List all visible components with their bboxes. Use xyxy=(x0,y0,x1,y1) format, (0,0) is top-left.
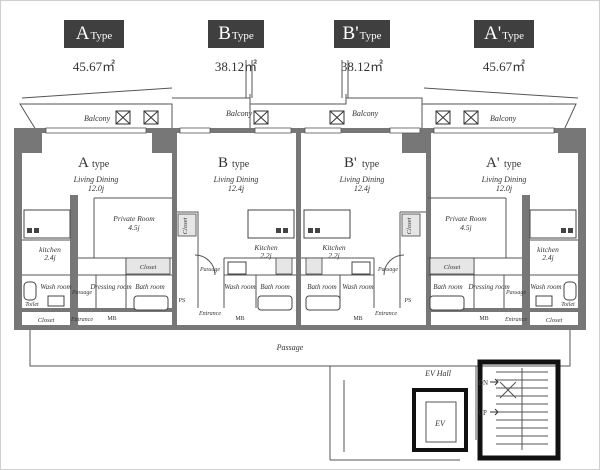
unit-letter: A xyxy=(78,155,89,171)
kitchen-size: 2.4j xyxy=(44,253,55,262)
stove-burner-icons xyxy=(27,228,573,233)
area-b-prime: 38.12㎡ xyxy=(340,59,384,74)
living-label: Living Dining xyxy=(213,175,259,184)
arrow-right-icon xyxy=(490,408,499,416)
pipe-space-label: PS xyxy=(405,298,412,304)
type-suffix: Type xyxy=(90,29,113,42)
kitchen-size: 2.2j xyxy=(328,251,339,260)
entrance-label: Entrance xyxy=(504,317,527,323)
private-room-size: 4.5j xyxy=(460,223,471,232)
kitchen-label: Kitchen xyxy=(321,243,346,252)
unit-letter: A' xyxy=(486,155,500,171)
passage-label: Passage xyxy=(199,267,220,273)
private-room-label: Private Room xyxy=(444,214,487,223)
kitchen-counters xyxy=(23,209,577,239)
unit-type-word: type xyxy=(504,159,522,170)
closet-label: Closet xyxy=(38,317,55,324)
corridor xyxy=(29,330,571,461)
kitchen-size: 2.4j xyxy=(542,253,553,262)
balcony-label: Balcony xyxy=(226,109,253,118)
closet-label: Closet xyxy=(182,218,189,235)
meter-box-label: MB xyxy=(235,316,244,322)
unit-type-word: type xyxy=(362,159,380,170)
wash-room-label: Wash room xyxy=(530,283,561,291)
type-letter: B' xyxy=(342,23,359,44)
bath-room-label: Bath room xyxy=(307,283,337,291)
living-size: 12.0j xyxy=(88,184,105,193)
living-size: 12.0j xyxy=(496,184,513,193)
closet-label: Closet xyxy=(140,264,157,271)
unit-letter: B' xyxy=(344,155,357,171)
corridor-label: Passage xyxy=(276,343,304,352)
unit-letter: B xyxy=(218,155,228,171)
area-a-prime: 45.67㎡ xyxy=(482,59,526,74)
unit-type-word: type xyxy=(232,159,250,170)
passage-label: Passage xyxy=(71,290,92,296)
living-label: Living Dining xyxy=(339,175,385,184)
elevator-shaft xyxy=(412,388,468,452)
type-badge-a-prime: A' Type xyxy=(474,20,534,48)
unit-type-word: type xyxy=(92,159,110,170)
passage-label: Passage xyxy=(505,290,526,296)
bath-fixtures xyxy=(23,261,577,311)
wash-room-label: Wash room xyxy=(342,283,373,291)
type-suffix: Type xyxy=(231,29,254,42)
kitchen-label: kitchen xyxy=(537,245,559,254)
closet-blocks xyxy=(125,213,475,275)
entrance-label: Entrance xyxy=(70,317,93,323)
ev-label: EV xyxy=(434,419,446,428)
type-letter: A' xyxy=(484,23,502,44)
staircase xyxy=(477,359,561,461)
type-letter: A xyxy=(75,23,90,44)
private-room-size: 4.5j xyxy=(128,223,139,232)
arrow-right-icon xyxy=(490,378,499,386)
type-badge-b: B Type xyxy=(208,20,264,48)
closet-label: Closet xyxy=(444,264,461,271)
toilet-label: Toilet xyxy=(25,302,39,308)
type-suffix: Type xyxy=(502,29,524,42)
private-room-label: Private Room xyxy=(112,214,155,223)
wash-room-label: Wash room xyxy=(224,283,255,291)
bath-room-label: Bath room xyxy=(433,283,463,291)
passage-label: Passage xyxy=(377,267,398,273)
meter-box-label: MB xyxy=(107,316,116,322)
balcony-label: Balcony xyxy=(490,114,517,123)
living-label: Living Dining xyxy=(481,175,527,184)
balcony-label: Balcony xyxy=(84,114,111,123)
structure-walls xyxy=(14,128,586,330)
window-openings xyxy=(45,127,555,134)
closet-label: Closet xyxy=(546,317,563,324)
kitchen-size: 2.2j xyxy=(260,251,271,260)
living-size: 12.4j xyxy=(354,184,371,193)
kitchen-label: Kitchen xyxy=(253,243,278,252)
entrance-label: Entrance xyxy=(198,311,221,317)
bath-room-label: Bath room xyxy=(135,283,165,291)
type-badge-a: A Type xyxy=(64,20,124,48)
interior-partitions xyxy=(22,197,578,308)
meter-box-label: MB xyxy=(353,316,362,322)
wash-room-label: Wash room xyxy=(40,283,71,291)
kitchen-label: kitchen xyxy=(39,245,61,254)
balcony-label: Balcony xyxy=(352,109,379,118)
living-label: Living Dining xyxy=(73,175,119,184)
entrance-label: Entrance xyxy=(374,311,397,317)
stair-down-label: DN xyxy=(478,379,488,387)
area-b: 38.12㎡ xyxy=(214,59,258,74)
dressing-room-label: Dressing room xyxy=(89,283,131,291)
ev-hall-label: EV Hall xyxy=(424,369,452,378)
type-badge-b-prime: B' Type xyxy=(334,20,390,48)
meter-box-label: MB xyxy=(479,316,488,322)
type-suffix: Type xyxy=(359,29,382,42)
dressing-room-label: Dressing room xyxy=(467,283,509,291)
area-a: 45.67㎡ xyxy=(72,59,116,74)
pipe-space-label: PS xyxy=(179,298,186,304)
bath-room-label: Bath room xyxy=(260,283,290,291)
closet-label: Closet xyxy=(406,218,413,235)
toilet-label: Toilet xyxy=(561,302,575,308)
stair-up-label: UP xyxy=(478,409,487,417)
living-size: 12.4j xyxy=(228,184,245,193)
ac-unit-icons xyxy=(115,110,479,125)
type-letter: B xyxy=(218,23,231,44)
